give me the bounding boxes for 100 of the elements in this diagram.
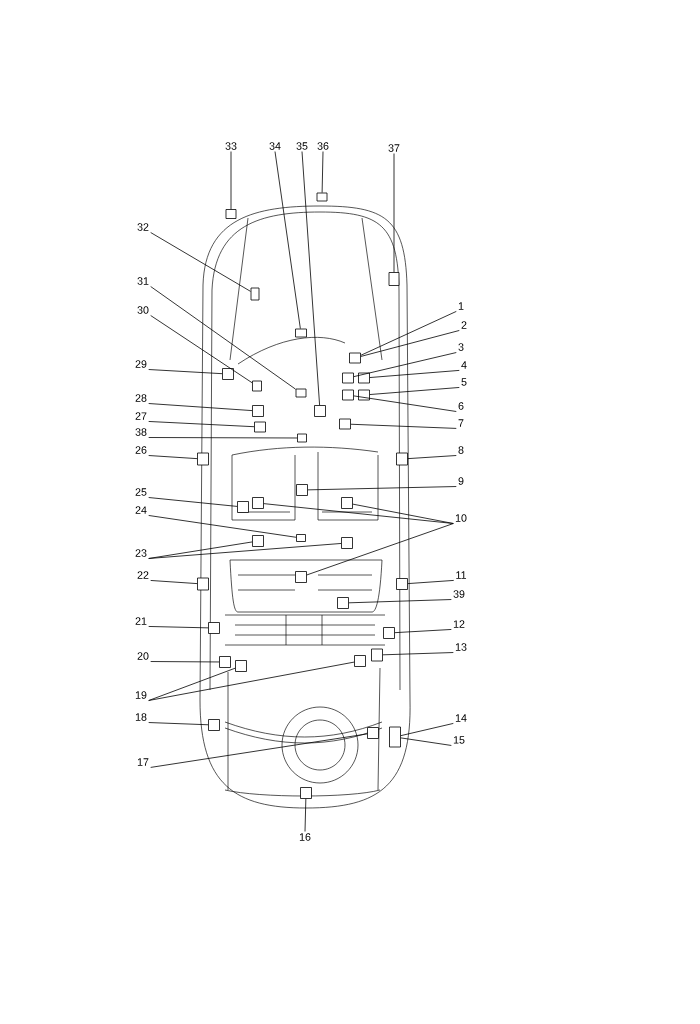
component-marker (314, 405, 326, 417)
component-marker (342, 372, 354, 384)
component-marker (349, 352, 361, 364)
component-marker (208, 622, 220, 634)
callout-number: 29 (135, 360, 147, 368)
component-marker (342, 389, 354, 401)
leader-line (360, 330, 460, 357)
leader-line (230, 151, 232, 210)
component-marker (358, 372, 370, 384)
leader-line (369, 370, 460, 378)
component-marker (250, 287, 260, 301)
leader-line (321, 151, 324, 193)
component-marker (389, 726, 401, 748)
leader-line (148, 497, 238, 507)
leader-line (148, 437, 298, 439)
leader-line (148, 543, 342, 559)
component-marker (235, 660, 247, 672)
component-marker (297, 433, 307, 443)
component-marker (252, 380, 262, 392)
callout-number: 12 (453, 620, 465, 628)
leader-line (148, 421, 255, 428)
component-marker (367, 727, 379, 739)
leader-line (348, 599, 452, 604)
component-marker (295, 328, 307, 338)
leader-line (148, 722, 209, 726)
leader-line (150, 286, 296, 390)
leader-line (400, 737, 452, 746)
component-marker (358, 389, 370, 401)
callout-number: 37 (388, 144, 400, 152)
callout-number: 32 (137, 223, 149, 231)
callout-number: 6 (458, 402, 464, 410)
component-marker (371, 648, 383, 662)
leader-line (352, 503, 454, 524)
component-marker (316, 192, 328, 202)
callout-number: 5 (461, 378, 467, 386)
component-marker (300, 787, 312, 799)
component-marker (254, 421, 266, 433)
callout-number: 38 (135, 428, 147, 436)
leader-line (350, 423, 457, 429)
callout-number: 17 (137, 758, 149, 766)
component-marker (354, 655, 366, 667)
component-marker (252, 497, 264, 509)
callout-number: 30 (137, 306, 149, 314)
leader-line (407, 580, 455, 584)
component-marker (219, 656, 231, 668)
callout-number: 7 (458, 419, 464, 427)
callout-number: 23 (135, 549, 147, 557)
leader-line (407, 455, 457, 460)
leader-line (148, 369, 223, 375)
leader-line (148, 455, 198, 460)
callout-number: 22 (137, 571, 149, 579)
callout-number: 1 (458, 302, 464, 310)
leader-line (148, 403, 253, 411)
callout-number: 4 (461, 361, 467, 369)
component-marker (396, 452, 408, 466)
component-marker (197, 452, 209, 466)
component-marker (296, 484, 308, 496)
component-marker (341, 497, 353, 509)
component-marker (252, 405, 264, 417)
leader-line (353, 352, 457, 377)
component-marker (295, 571, 307, 583)
callout-number: 19 (135, 691, 147, 699)
leader-line (274, 151, 301, 329)
callout-number: 27 (135, 412, 147, 420)
component-marker (337, 597, 349, 609)
callout-number: 14 (455, 714, 467, 722)
component-marker (341, 537, 353, 549)
component-marker (388, 272, 400, 286)
component-marker (339, 418, 351, 430)
component-marker (237, 501, 249, 513)
component-marker (197, 577, 209, 591)
callout-number: 26 (135, 446, 147, 454)
callout-number: 31 (137, 277, 149, 285)
leader-line (307, 486, 457, 491)
leader-line (148, 626, 209, 629)
callout-number: 18 (135, 713, 147, 721)
callout-number: 9 (458, 477, 464, 485)
callout-number: 13 (455, 643, 467, 651)
callout-number: 24 (135, 506, 147, 514)
leader-line (400, 723, 454, 737)
callout-number: 25 (135, 488, 147, 496)
callout-number: 10 (455, 514, 467, 522)
leader-line (148, 667, 236, 701)
component-marker (383, 627, 395, 639)
callout-number: 33 (225, 142, 237, 150)
callout-number: 16 (299, 833, 311, 841)
callout-number: 35 (296, 142, 308, 150)
leader-line (150, 733, 368, 768)
component-marker (222, 368, 234, 380)
callout-number: 15 (453, 736, 465, 744)
leader-line (360, 311, 457, 356)
leader-line (393, 153, 395, 273)
component-marker (252, 535, 264, 547)
leader-line (369, 387, 460, 395)
callout-number: 20 (137, 652, 149, 660)
component-marker (396, 578, 408, 590)
leader-line (394, 629, 452, 634)
leader-line (301, 151, 320, 406)
component-marker (296, 534, 306, 542)
callout-number: 34 (269, 142, 281, 150)
